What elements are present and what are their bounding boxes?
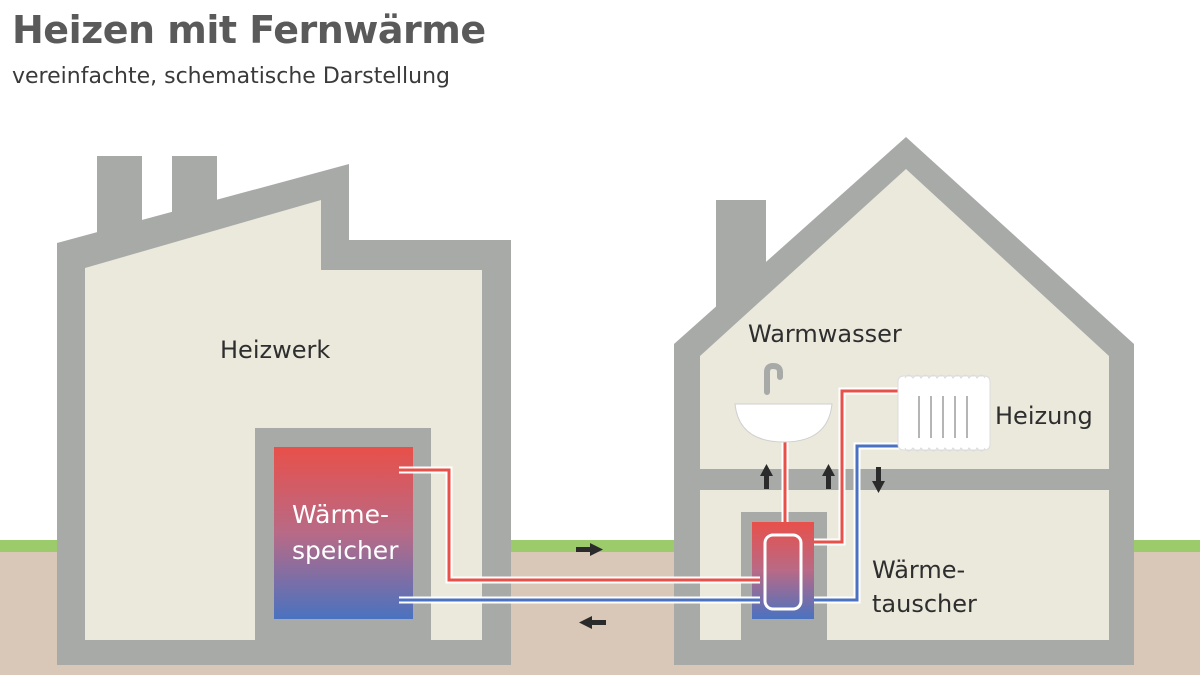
hot-water-label: Warmwasser (748, 320, 902, 348)
exchanger-coil (763, 533, 803, 611)
sink-icon (734, 362, 833, 443)
page-subtitle: vereinfachte, schematische Darstellung (12, 64, 451, 89)
exchanger-label-line2: tauscher (872, 590, 977, 618)
supply-flow-arrow (576, 543, 603, 556)
heating-up-arrow (822, 464, 835, 489)
heating-label: Heizung (995, 402, 1093, 430)
heating-return-pipe (814, 442, 905, 604)
heating-plant-label: Heizwerk (220, 336, 331, 364)
exchanger-label-line1: Wärme- (872, 556, 966, 584)
heating-down-arrow (872, 467, 885, 493)
heating-supply-pipe (814, 387, 905, 546)
storage-label-line2: speicher (292, 536, 399, 565)
storage-label-line1: Wärme- (292, 500, 390, 529)
page-title: Heizen mit Fernwärme (12, 8, 486, 52)
storage-tank (274, 447, 413, 619)
radiator-icon (897, 374, 991, 452)
supply-pipe (399, 466, 760, 584)
heating-plant-building (57, 156, 511, 665)
return-flow-arrow (579, 616, 606, 629)
exchanger-tank (752, 522, 814, 619)
hot-water-up-arrow (760, 464, 773, 489)
house-interior-upper (700, 169, 1109, 469)
